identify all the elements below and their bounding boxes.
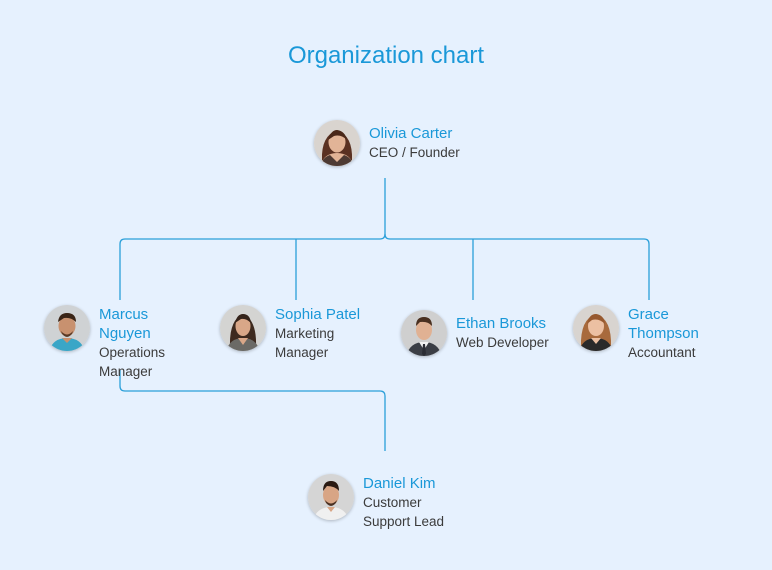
- page-title: Organization chart: [287, 42, 485, 69]
- node-name: Daniel Kim: [363, 475, 436, 492]
- avatar-sophia-patel: [220, 305, 266, 351]
- node-role-line-1: Customer: [363, 495, 422, 510]
- node-role-line-2: Manager: [275, 345, 329, 360]
- node-daniel-kim[interactable]: Daniel Kim Customer Support Lead: [308, 474, 444, 531]
- node-name: Olivia Carter: [369, 125, 453, 142]
- node-name-line-2: Nguyen: [99, 325, 151, 342]
- node-name-line-2: Thompson: [628, 325, 699, 342]
- node-role-line-2: Manager: [99, 364, 153, 379]
- node-role: Accountant: [628, 345, 696, 360]
- node-role: Web Developer: [456, 335, 549, 350]
- node-name: Sophia Patel: [275, 306, 361, 323]
- node-name: Ethan Brooks: [456, 315, 547, 332]
- avatar-marcus-nguyen: [44, 305, 90, 351]
- node-grace-thompson[interactable]: Grace Thompson Accountant: [573, 305, 699, 362]
- connector-horizontal-bus: [119, 238, 380, 300]
- connector-ceo-trunk: [379, 178, 386, 240]
- node-role-line-2: Support Lead: [363, 514, 445, 529]
- node-role: CEO / Founder: [369, 145, 460, 160]
- connector-marcus-to-daniel: [119, 370, 386, 451]
- node-marcus-nguyen[interactable]: Marcus Nguyen Operations Manager: [44, 305, 165, 381]
- connector-ceo-trunk-right: [384, 233, 391, 240]
- node-name-line-1: Marcus: [99, 306, 149, 323]
- avatar-daniel-kim: [308, 474, 354, 520]
- node-role-line-1: Marketing: [275, 326, 335, 341]
- avatar-ethan-brooks: [401, 310, 447, 356]
- node-olivia-carter[interactable]: Olivia Carter CEO / Founder: [314, 120, 460, 166]
- node-sophia-patel[interactable]: Sophia Patel Marketing Manager: [220, 305, 360, 362]
- node-role-line-1: Operations: [99, 345, 166, 360]
- connector-bus-right: [390, 238, 650, 300]
- avatar-grace-thompson: [573, 305, 619, 351]
- avatar-olivia-carter: [314, 120, 360, 166]
- node-ethan-brooks[interactable]: Ethan Brooks Web Developer: [401, 310, 549, 356]
- node-name-line-1: Grace: [628, 306, 669, 323]
